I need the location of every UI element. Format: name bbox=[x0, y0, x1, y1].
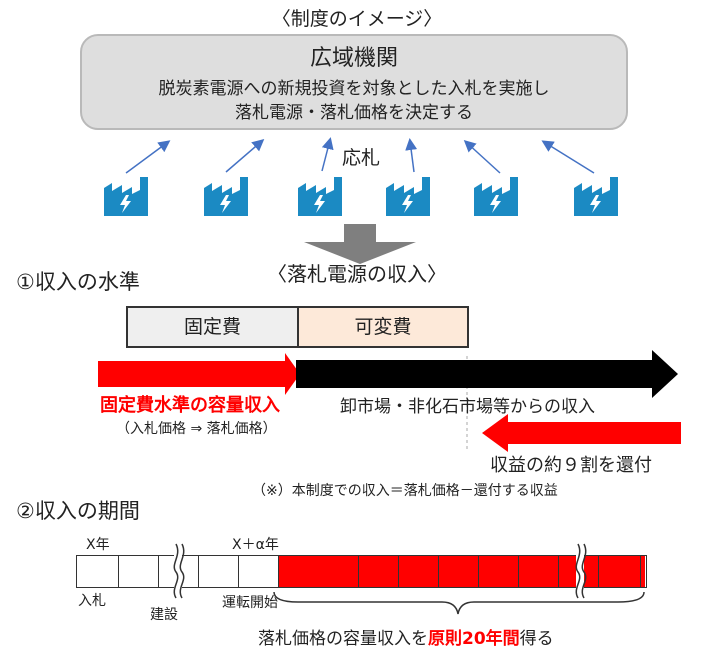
bid-timeline-label: 入札 bbox=[78, 593, 106, 609]
footnote: （※）本制度での収入＝落札価格－還付する収益 bbox=[252, 483, 558, 499]
bid-arrow-4 bbox=[405, 138, 418, 173]
factory-icon bbox=[204, 177, 248, 216]
timeline-cell bbox=[599, 556, 641, 587]
x-alpha-year-label: X＋α年 bbox=[232, 537, 279, 553]
timeline-cell bbox=[519, 556, 559, 587]
refund-label: 収益の約９割を還付 bbox=[490, 455, 652, 476]
capacity-income-label: 固定費水準の容量収入 bbox=[100, 395, 280, 416]
variable-cost-box: 可変費 bbox=[297, 306, 469, 348]
section2-heading: ②収入の期間 bbox=[16, 499, 140, 523]
section1-heading: ①収入の水準 bbox=[16, 270, 140, 294]
factory-icon bbox=[386, 177, 430, 216]
org-box: 広域機関 脱炭素電源への新規投資を対象とした入札を実施し 落札電源・落札価格を決… bbox=[80, 34, 628, 130]
bid-arrow-3 bbox=[321, 137, 334, 172]
bid-arrows bbox=[125, 137, 595, 174]
down-arrow bbox=[304, 224, 416, 264]
income-heading: 〈落札電源の収入〉 bbox=[267, 262, 447, 286]
summary-prefix: 落札価格の容量収入を bbox=[258, 629, 428, 649]
period-brace bbox=[273, 591, 645, 615]
period-summary: 落札価格の容量収入を原則20年間得る bbox=[258, 624, 554, 649]
capacity-arrow bbox=[98, 353, 300, 395]
timeline-cell bbox=[439, 556, 479, 587]
timeline-cell bbox=[199, 556, 239, 587]
market-arrow bbox=[296, 350, 678, 398]
x-year-label: X年 bbox=[86, 537, 110, 553]
bid-arrow-5 bbox=[463, 139, 501, 174]
factory-icon bbox=[104, 177, 148, 216]
bid-arrow-1 bbox=[125, 140, 171, 174]
summary-suffix: 得る bbox=[519, 629, 554, 649]
bid-arrow-2 bbox=[225, 139, 265, 173]
bid-label: 応札 bbox=[342, 147, 381, 169]
diagram-title: 〈制度のイメージ〉 bbox=[271, 8, 443, 30]
timeline-cell bbox=[559, 556, 599, 587]
capacity-income-note: （入札価格 ⇒ 落札価格） bbox=[116, 421, 277, 437]
timeline-cell bbox=[159, 556, 199, 587]
timeline-cell bbox=[119, 556, 159, 587]
org-desc-line1: 脱炭素電源への新規投資を対象とした入札を実施し bbox=[158, 79, 550, 99]
operation-start-label: 運転開始 bbox=[222, 595, 278, 611]
org-name: 広域機関 bbox=[309, 46, 398, 71]
fixed-cost-box: 固定費 bbox=[126, 306, 299, 348]
timeline-cell bbox=[77, 556, 119, 587]
summary-highlight: 原則20年間 bbox=[428, 629, 520, 649]
timeline-cell bbox=[319, 556, 359, 587]
bid-arrow-6 bbox=[541, 140, 595, 174]
timeline-bar bbox=[76, 555, 647, 588]
break-mark bbox=[575, 543, 587, 599]
market-income-label: 卸市場・非化石市場等からの収入 bbox=[340, 397, 595, 417]
timeline-cell bbox=[479, 556, 519, 587]
refund-arrow bbox=[482, 414, 681, 452]
break-mark bbox=[173, 543, 185, 599]
timeline-cell bbox=[399, 556, 439, 587]
timeline-cell bbox=[239, 556, 279, 587]
org-desc-line2: 落札電源・落札価格を決定する bbox=[235, 103, 473, 123]
factory-icon bbox=[474, 177, 518, 216]
factory-icon bbox=[298, 177, 342, 216]
construction-label: 建設 bbox=[150, 607, 178, 623]
timeline-cell bbox=[359, 556, 399, 587]
factory-icon bbox=[574, 177, 618, 216]
income-arrows bbox=[98, 350, 681, 452]
